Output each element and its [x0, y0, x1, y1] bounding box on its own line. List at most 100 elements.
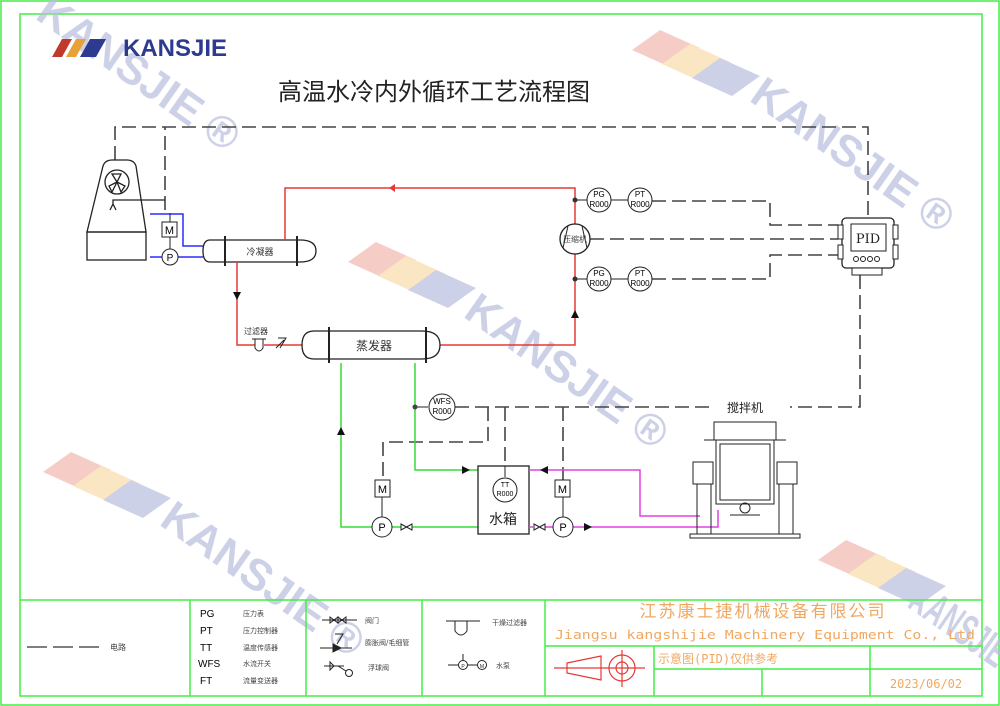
symbol-desc: 膨胀阀/毛细管: [365, 638, 409, 647]
pid-button-icon: [860, 256, 866, 262]
pid-button-icon: [867, 256, 873, 262]
mixer: 搅拌机: [689, 400, 801, 539]
pump-label: P: [378, 522, 385, 534]
drawing-frame: [19, 13, 983, 697]
legend-abbreviations: PG 压力表 PT 压力控制器 TT 温度传感器 WFS 水流开关 FT 流量变…: [198, 609, 278, 687]
instrument-id: R000: [589, 200, 609, 209]
instrument-pt-1: PT R000: [627, 187, 653, 213]
condenser: 冷凝器: [202, 236, 317, 266]
abbr-desc: 水流开关: [243, 659, 271, 668]
abbr-desc: 温度传感器: [243, 643, 278, 652]
pid-controller: PID: [837, 217, 899, 276]
instrument-pg-1: PG R000: [586, 187, 612, 213]
instrument-lines: [577, 199, 628, 280]
evaporator-label: 蒸发器: [356, 338, 392, 353]
legend-symbols-b: 干燥过滤器 P M 水泵: [446, 618, 527, 670]
water-tank-label: 水箱: [489, 512, 517, 528]
instrument-tag: PG: [593, 190, 605, 199]
water-pump-icon: P M: [448, 654, 487, 670]
legend-line-label: 电路: [110, 642, 126, 652]
abbr-code: TT: [200, 643, 212, 654]
symbol-desc: 阀门: [365, 616, 379, 625]
cooling-tower: [86, 159, 165, 261]
watermark-stripes-bottom-left: [43, 452, 171, 518]
projection-symbol-icon: [554, 650, 645, 687]
drier-filter-icon: [446, 620, 480, 636]
float-valve-icon: [324, 660, 353, 677]
instrument-tag: WFS: [433, 397, 451, 406]
compressor: 压缩机: [559, 197, 591, 282]
refrigerant-lines: [236, 187, 576, 346]
expansion-valve-icon: [320, 633, 352, 653]
watermark-text: KANSJIE ®: [28, 0, 249, 161]
logo-stripe-blue: [80, 39, 106, 57]
cooling-water-lines: [150, 213, 203, 258]
flow-arrow: [389, 184, 395, 192]
water-tank: TT R000 水箱: [477, 465, 530, 535]
instrument-id: R000: [630, 200, 650, 209]
fan-icon: [104, 169, 130, 195]
flow-arrow: [462, 466, 470, 474]
pump-label: P: [559, 522, 566, 534]
abbr-desc: 压力控制器: [243, 626, 278, 635]
tower-pump: M P: [161, 213, 179, 266]
motor-glyph: M: [480, 664, 484, 670]
watermark-text: KANSJIE ®: [742, 68, 963, 243]
pump-label: P: [167, 253, 174, 264]
instrument-id: R000: [589, 279, 609, 288]
logo-stripe-red: [52, 39, 72, 57]
page-title: 高温水冷内外循环工艺流程图: [278, 78, 590, 106]
abbr-desc: 流量变送器: [243, 676, 278, 685]
watermark-top-right: KANSJIE ®: [742, 68, 963, 243]
pid-note: 示意图(PID)仅供参考: [658, 651, 778, 666]
motor-label: M: [378, 484, 387, 496]
pump-glyph: P: [461, 664, 465, 670]
valve-icon: [322, 616, 357, 624]
instrument-tag: PT: [635, 190, 645, 199]
legend-line-type: 电路: [27, 642, 126, 652]
valve-icon: [533, 523, 546, 531]
process-water-lines: [529, 469, 719, 528]
flow-arrow: [540, 466, 548, 474]
pid-button-icon: [874, 256, 880, 262]
expansion-valve: [275, 337, 287, 349]
legend-symbols-a: 阀门 膨胀阀/毛细管 浮球阀: [320, 616, 409, 677]
chilled-water-lines: [340, 363, 478, 528]
instrument-tag: PG: [593, 269, 605, 278]
abbr-code: WFS: [198, 659, 221, 670]
logo-stripe-orange: [66, 39, 86, 57]
drier-filter: 过滤器: [244, 326, 268, 352]
mixer-label: 搅拌机: [727, 400, 763, 415]
signal-lines: [114, 126, 869, 480]
flow-arrow: [337, 427, 345, 435]
pid-label: PID: [856, 232, 880, 247]
filter-label: 过滤器: [244, 326, 268, 336]
company-name-en: Jiangsu kangshijie Machinery Equipment C…: [555, 627, 975, 642]
motor-label: M: [165, 225, 174, 237]
evaporator: 蒸发器: [301, 327, 441, 363]
watermark-stripes-top-right: [632, 30, 760, 96]
compressor-label: 压缩机: [563, 234, 587, 244]
watermark-stripes-center: [348, 242, 476, 308]
watermark-center: KANSJIE ®: [456, 284, 677, 459]
watermark-text: KANSJIE ®: [152, 492, 373, 667]
valve-icon: [400, 523, 413, 531]
instrument-tag: TT: [501, 482, 510, 489]
instrument-id: R000: [497, 491, 514, 498]
abbr-code: PT: [200, 626, 213, 637]
chilled-water-pump: M P: [371, 479, 413, 538]
brand-name: KANSJIE: [123, 35, 227, 62]
condenser-label: 冷凝器: [246, 246, 273, 258]
flow-arrow: [233, 292, 241, 300]
pump-icon: [161, 248, 179, 266]
title-block-grid: [20, 599, 982, 696]
symbol-desc: 水泵: [496, 661, 510, 670]
instrument-wfs: WFS R000: [428, 393, 456, 421]
watermark-bottom-left: KANSJIE ®: [152, 492, 373, 667]
instrument-pg-2: PG R000: [586, 266, 612, 292]
abbr-code: FT: [200, 676, 212, 687]
instrument-tag: PT: [635, 269, 645, 278]
symbol-desc: 浮球阀: [368, 663, 389, 672]
